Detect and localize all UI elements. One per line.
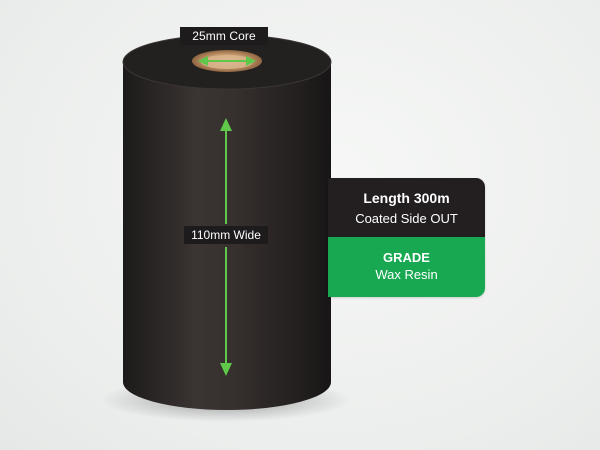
core-size-label: 25mm Core [180, 27, 268, 45]
grade-panel: GRADE Wax Resin [328, 237, 485, 297]
grade-value: Wax Resin [375, 267, 438, 282]
width-size-label: 110mm Wide [184, 226, 268, 244]
width-arrow-icon [220, 118, 232, 376]
length-text: Length 300m [363, 190, 450, 206]
core-diameter-arrow-icon [198, 56, 256, 66]
length-panel: Length 300m Coated Side OUT [328, 178, 485, 237]
spec-card: Length 300m Coated Side OUT GRADE Wax Re… [328, 178, 485, 297]
coated-side-text: Coated Side OUT [355, 211, 458, 226]
grade-title: GRADE [383, 250, 430, 265]
